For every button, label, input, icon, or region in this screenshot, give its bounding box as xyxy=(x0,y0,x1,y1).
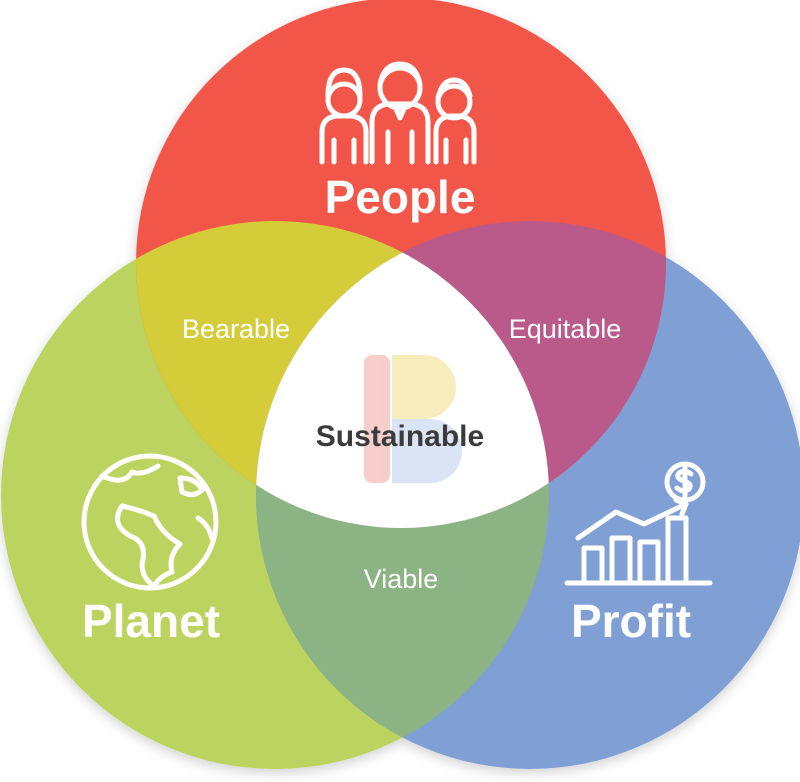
profit-label: Profit xyxy=(571,595,691,647)
viable-label: Viable xyxy=(364,564,439,594)
globe-icon xyxy=(81,453,219,591)
sustainable-label: Sustainable xyxy=(316,420,484,453)
planet-label: Planet xyxy=(82,595,220,647)
equitable-label: Equitable xyxy=(509,314,622,344)
growth-chart-icon xyxy=(564,461,713,586)
people-label: People xyxy=(325,171,476,223)
b-logo-icon xyxy=(364,355,462,483)
people-group-icon xyxy=(319,61,477,165)
bearable-label: Bearable xyxy=(182,314,290,344)
